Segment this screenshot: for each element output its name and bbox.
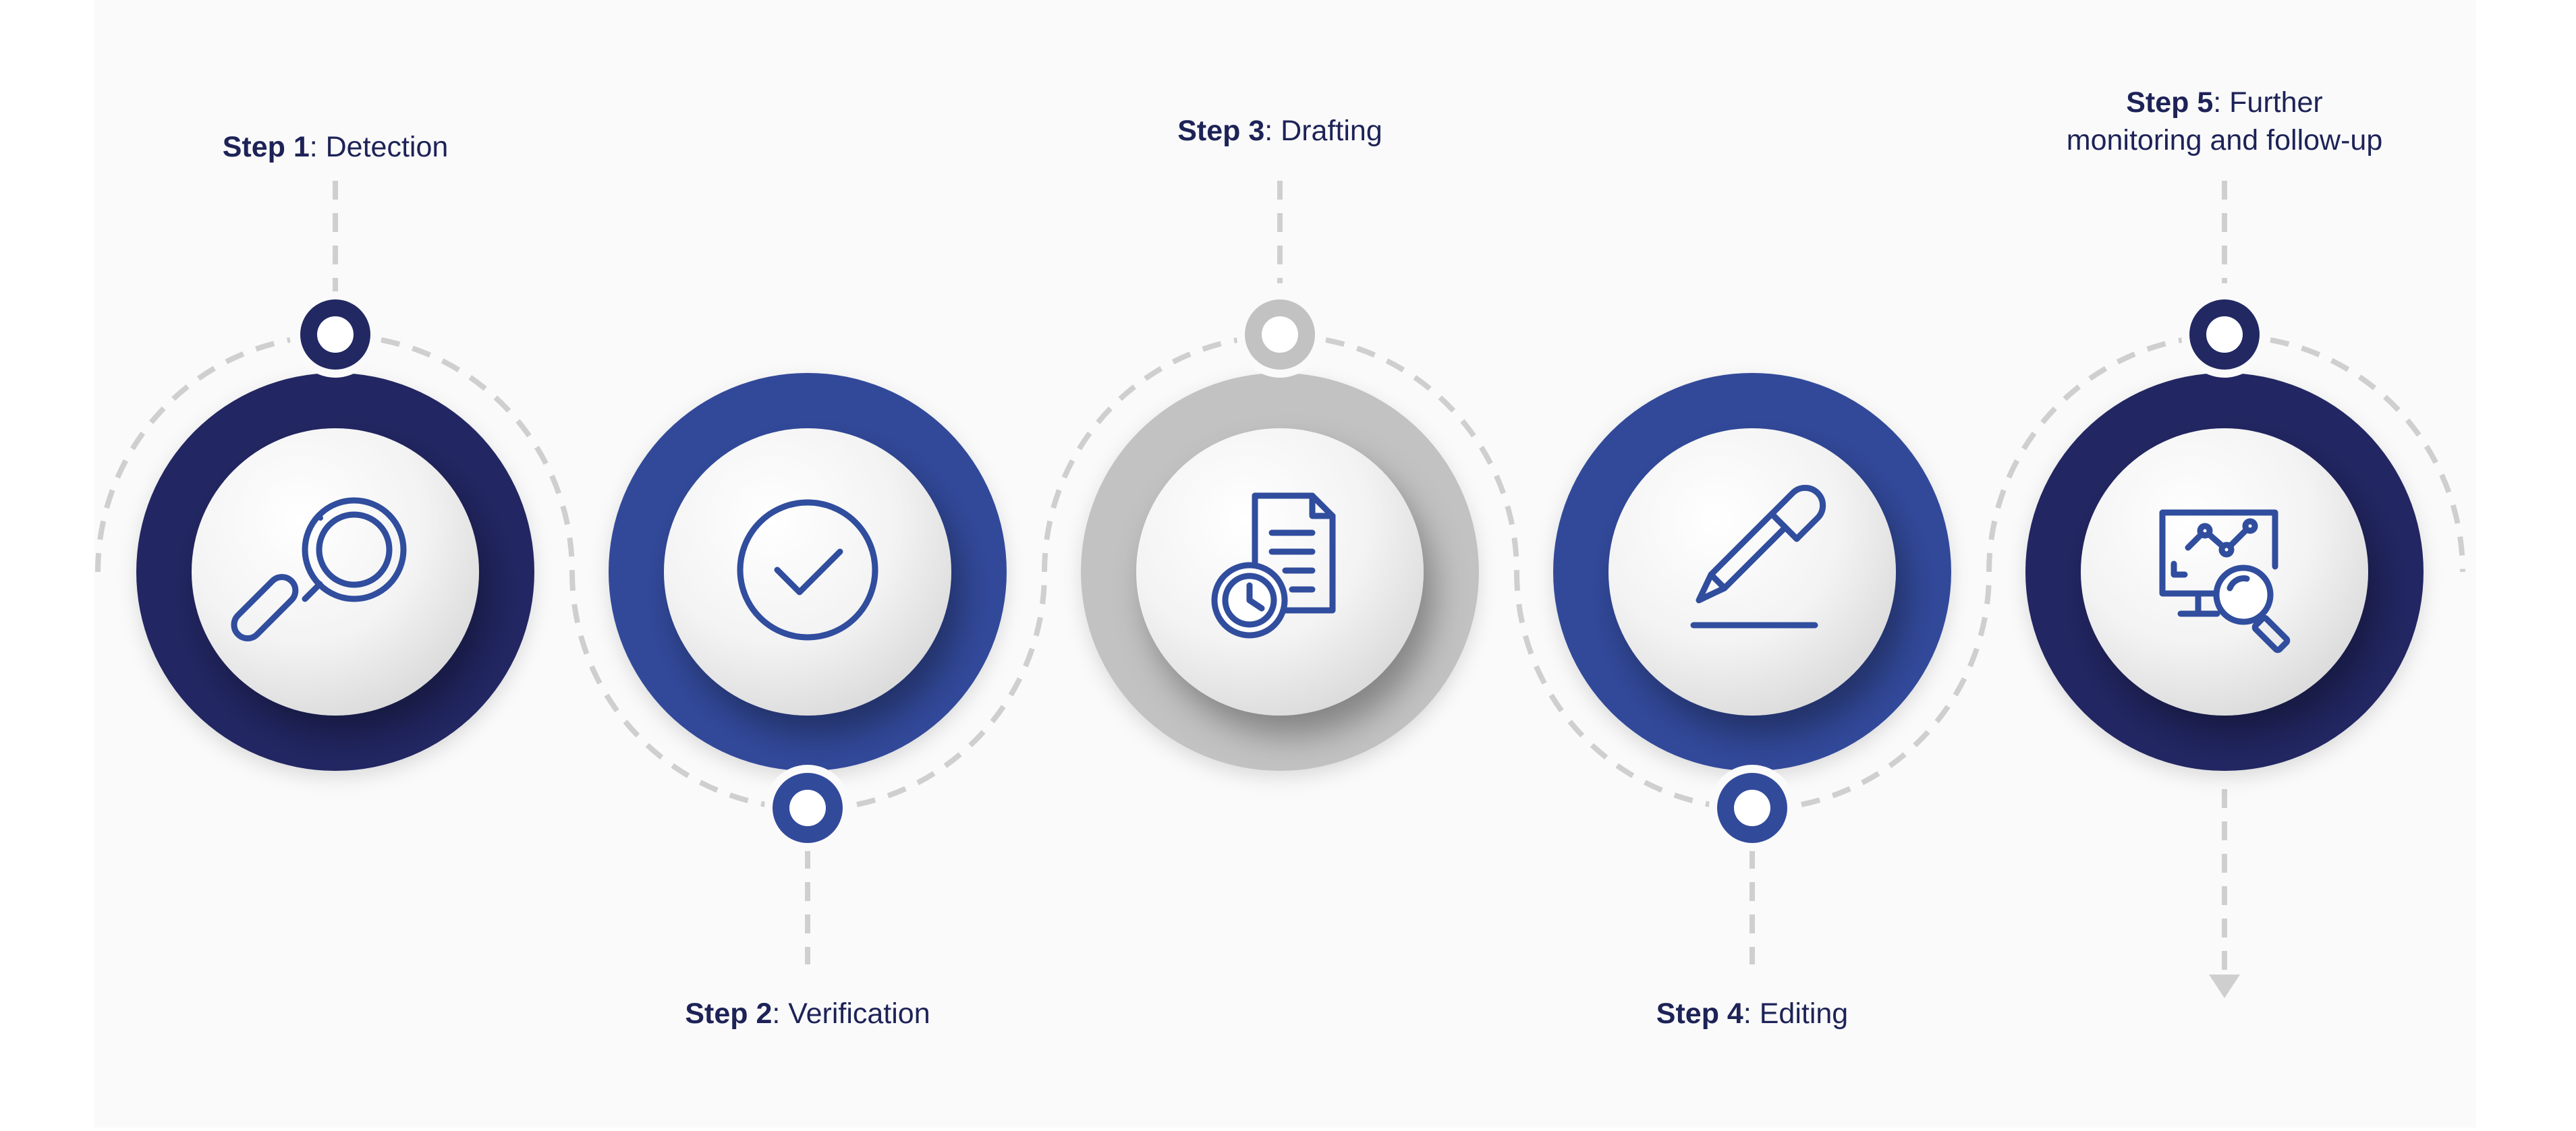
step-label-2: Step 2: Verification (661, 995, 954, 1033)
step-label-5: Step 5: Further monitoring and follow-up (2044, 84, 2405, 159)
step-3 (1042, 181, 1520, 771)
dashed-arc-step-1-right (381, 337, 576, 573)
check-circle-icon (737, 499, 878, 641)
disc-step-1 (192, 428, 479, 716)
exit-arrow-icon (2209, 975, 2240, 998)
dashed-arc-step-2-right (856, 571, 1048, 807)
step-name-5: : Further (2213, 86, 2323, 119)
monitor-analytics-icon (2159, 509, 2291, 654)
step-number-3: Step 3 (1177, 115, 1265, 147)
dashed-arc-step-3-left (1042, 337, 1239, 573)
step-1 (95, 181, 576, 771)
pencil-icon (1690, 484, 1826, 629)
disc-step-3 (1136, 428, 1424, 716)
node-hole-step-3 (1262, 316, 1298, 353)
node-hole-step-1 (317, 316, 354, 353)
dashed-arc-step-2-left (569, 571, 766, 807)
dashed-arc-step-5-left (1986, 337, 2183, 573)
dashed-arc-step-1 (95, 337, 291, 573)
disc-step-2 (664, 428, 951, 716)
step-number-5: Step 5 (2126, 86, 2214, 119)
step-name-2: : Verification (772, 997, 930, 1030)
step-name-3: : Drafting (1264, 115, 1382, 147)
step-label-3: Step 3: Drafting (1160, 112, 1399, 150)
magnifier-icon (231, 497, 407, 641)
document-clock-icon (1211, 492, 1336, 639)
step-number-1: Step 1 (222, 131, 310, 163)
step-label-4: Step 4: Editing (1626, 995, 1878, 1033)
node-hole-step-2 (789, 790, 826, 826)
dashed-arc-step-4-left (1513, 571, 1711, 807)
step-name-5-line2: monitoring and follow-up (2066, 124, 2383, 156)
node-hole-step-5 (2206, 316, 2243, 353)
step-5 (1986, 181, 2465, 998)
dashed-arc-step-3-right (1325, 337, 1520, 573)
step-label-1: Step 1: Detection (216, 128, 455, 166)
step-2 (569, 373, 1048, 964)
step-number-2: Step 2 (685, 997, 773, 1030)
step-name-4: : Editing (1743, 997, 1849, 1030)
step-name-1: : Detection (309, 131, 449, 163)
step-number-4: Step 4 (1656, 997, 1743, 1030)
dashed-arc-step-5-right (2270, 337, 2465, 573)
node-hole-step-4 (1734, 790, 1770, 826)
step-4 (1513, 373, 1992, 964)
dashed-arc-step-4-right (1801, 571, 1992, 807)
disc-step-4 (1608, 428, 1896, 716)
